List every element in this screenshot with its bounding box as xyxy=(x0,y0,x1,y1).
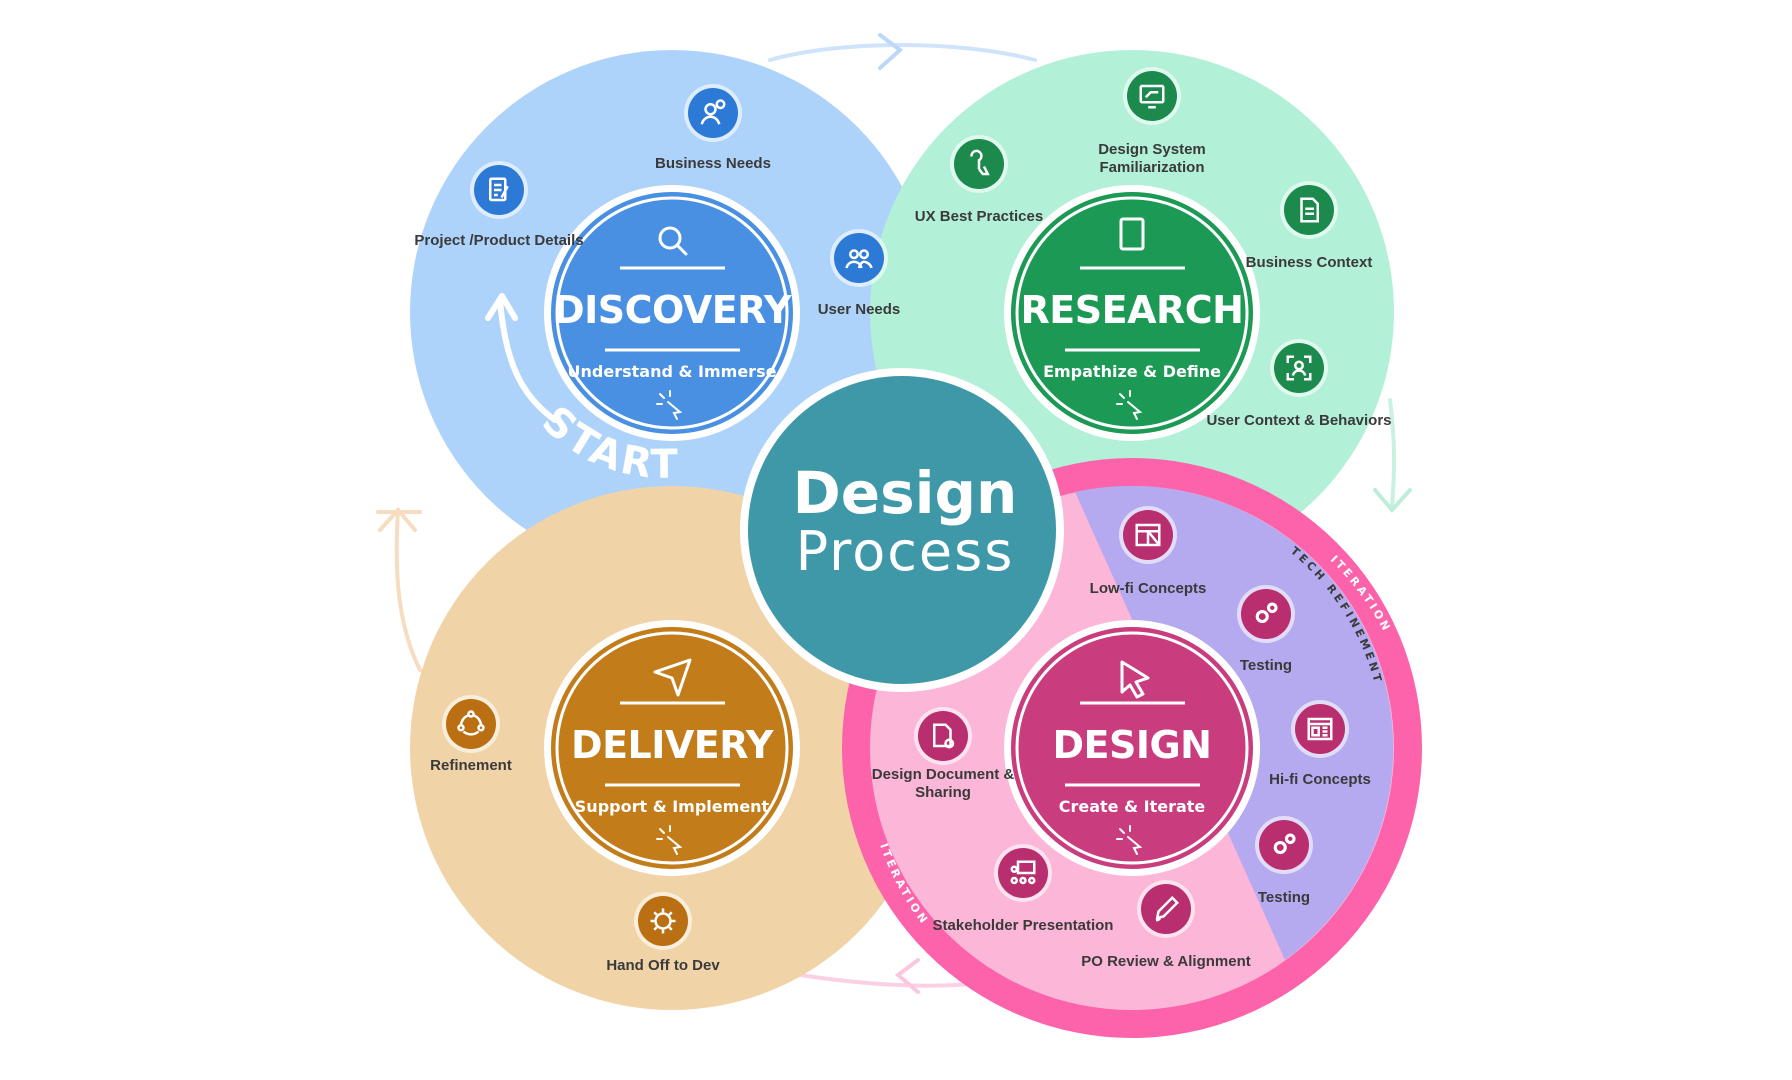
flow-arrow-top xyxy=(768,43,1037,62)
research-hub[interactable]: RESEARCH Empathize & Define xyxy=(1012,200,1252,430)
start-arrow xyxy=(497,297,558,423)
project-details-icon[interactable] xyxy=(474,165,524,215)
research-title: RESEARCH xyxy=(1020,288,1244,332)
design-title: DESIGN xyxy=(1052,723,1212,767)
center-title-line2: Process xyxy=(795,520,1015,583)
discovery-hub[interactable]: DISCOVERY Understand & Immerse xyxy=(552,200,792,430)
cursor-icon xyxy=(1120,660,1150,699)
research-hub-shape xyxy=(1004,185,1260,441)
low-fi-icon[interactable] xyxy=(1123,510,1173,560)
hand-off-icon[interactable] xyxy=(638,896,688,946)
design-doc-label: Design Document & Sharing xyxy=(871,766,1015,801)
po-review-icon[interactable] xyxy=(1141,884,1191,934)
flow-arrow-right-head xyxy=(1373,488,1412,514)
discovery-hub-shape xyxy=(544,185,800,441)
stakeholder-label: Stakeholder Presentation xyxy=(932,917,1114,934)
business-context-icon[interactable] xyxy=(1284,185,1334,235)
hand-off-label: Hand Off to Dev xyxy=(606,957,720,974)
start-arrow-head xyxy=(485,293,518,321)
center-title: Design Process xyxy=(740,462,1070,580)
ux-best-practices-icon[interactable] xyxy=(954,139,1004,189)
delivery-hub-shape xyxy=(544,620,800,876)
po-review-label: PO Review & Alignment xyxy=(1081,953,1251,970)
delivery-subtitle: Support & Implement xyxy=(574,797,770,816)
business-context-label: Business Context xyxy=(1245,254,1373,271)
user-context-icon[interactable] xyxy=(1274,343,1324,393)
project-details-label: Project /Product Details xyxy=(414,232,584,249)
user-needs-label: User Needs xyxy=(817,301,901,318)
design-hub-shape xyxy=(1004,620,1260,876)
user-needs-icon[interactable] xyxy=(834,233,884,283)
user-context-label: User Context & Behaviors xyxy=(1206,412,1392,429)
flow-arrow-right xyxy=(1388,398,1397,507)
ux-best-practices-label: UX Best Practices xyxy=(914,208,1044,225)
hi-fi-icon[interactable] xyxy=(1295,704,1345,754)
refinement-label: Refinement xyxy=(430,757,512,774)
design-doc-icon[interactable] xyxy=(918,711,968,761)
center-title-line1: Design xyxy=(792,459,1018,527)
search-icon xyxy=(658,226,682,250)
refinement-icon[interactable] xyxy=(446,699,496,749)
discovery-subtitle: Understand & Immerse xyxy=(567,362,777,381)
testing-gears-icon-2[interactable] xyxy=(1259,820,1309,870)
testing-gears-icon[interactable] xyxy=(1241,589,1291,639)
design-hub[interactable]: DESIGN Create & Iterate xyxy=(1012,635,1252,865)
testing-label-1: Testing xyxy=(1239,657,1293,674)
testing-label-2: Testing xyxy=(1257,889,1311,906)
design-system-label: Design System Familiarization xyxy=(1098,141,1206,176)
book-icon xyxy=(1119,217,1145,251)
flow-arrow-left xyxy=(394,508,422,672)
design-system-icon[interactable] xyxy=(1127,71,1177,121)
low-fi-label: Low-fi Concepts xyxy=(1089,580,1207,597)
research-subtitle: Empathize & Define xyxy=(1043,362,1221,381)
delivery-hub[interactable]: DELIVERY Support & Implement xyxy=(552,635,792,865)
discovery-title: DISCOVERY xyxy=(553,288,791,332)
stakeholder-icon[interactable] xyxy=(998,848,1048,898)
design-subtitle: Create & Iterate xyxy=(1058,797,1206,816)
click-icons xyxy=(656,390,1143,855)
send-icon xyxy=(653,658,692,697)
center-circle xyxy=(748,376,1056,684)
hi-fi-label: Hi-fi Concepts xyxy=(1269,771,1371,788)
business-needs-icon[interactable] xyxy=(688,88,738,138)
flow-arrow-top-head xyxy=(878,33,904,70)
flow-arrow-bottom-head xyxy=(894,958,920,994)
business-needs-label: Business Needs xyxy=(655,155,771,172)
delivery-title: DELIVERY xyxy=(571,723,773,767)
